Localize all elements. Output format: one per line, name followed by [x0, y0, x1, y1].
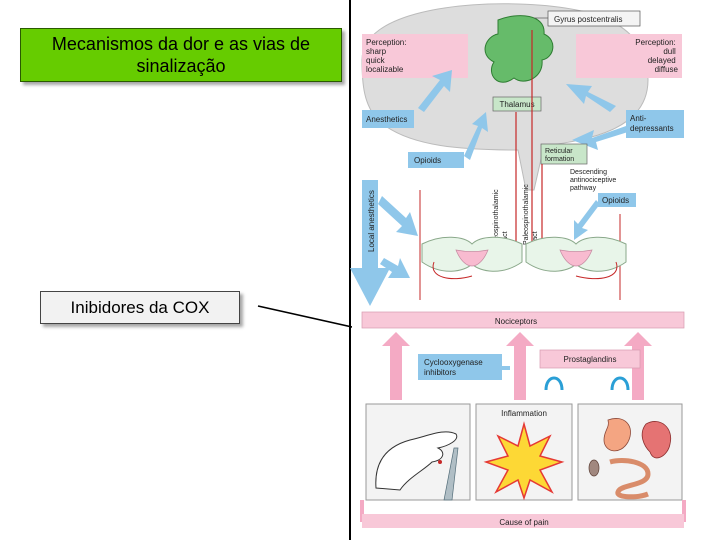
nociceptors-label: Nociceptors	[495, 317, 537, 326]
gyrus-label: Gyrus postcentralis	[554, 15, 622, 24]
paleo-tract-label: Paleospinothalamic tract	[523, 182, 539, 245]
opioids-left-label: Opioids	[414, 156, 441, 165]
slide-title: Mecanismos da dor e as vias de sinalizaç…	[20, 28, 342, 82]
opioids-right-arrow	[574, 200, 600, 240]
thalamus-label: Thalamus	[499, 100, 534, 109]
perception-right-text: Perception: dull delayed diffuse	[635, 38, 678, 74]
intestine-drawing	[609, 458, 651, 500]
gyrus-label-box	[547, 10, 641, 27]
spinal-cord-left	[421, 236, 523, 280]
anesthetics-arrow	[418, 70, 452, 112]
antidepressants-arrow-top	[566, 84, 616, 112]
local-anesthetics-label: Local anesthetics	[367, 190, 376, 252]
heart-drawing	[641, 421, 672, 459]
anesthetics-label: Anesthetics	[366, 115, 407, 124]
inflammation-burst	[483, 421, 565, 501]
cox-inhibitor-box	[418, 354, 502, 380]
local-anesthetics-bar	[350, 180, 390, 306]
reticular-label: Reticular formation	[545, 148, 575, 163]
kidney-drawing	[588, 459, 600, 477]
antidepressants-label: Anti- depressants	[630, 114, 674, 133]
cause-of-pain-label: Cause of pain	[499, 518, 548, 527]
stomach-drawing	[603, 418, 631, 452]
opioids-left-arrow	[464, 112, 488, 160]
cox-inhibitor-label: Cyclooxygenase inhibitors	[424, 358, 485, 377]
descending-label: Descending antinociceptive pathway	[570, 169, 618, 192]
opioids-right-label: Opioids	[602, 196, 629, 205]
opioids-left-box	[408, 152, 464, 168]
spinal-cord-right	[525, 236, 627, 280]
thalamus-box	[492, 96, 542, 112]
opioids-right-box	[598, 193, 636, 207]
reticular-box	[540, 143, 588, 165]
needle-drawing	[443, 447, 459, 501]
prostaglandins-label: Prostaglandins	[564, 355, 617, 364]
cox-block-arc-1	[544, 376, 564, 391]
anesthetics-box	[362, 110, 414, 128]
cox-block-arc-2	[610, 376, 630, 391]
inflammation-label: Inflammation	[501, 409, 547, 418]
prostaglandins-box	[539, 349, 641, 369]
hand-drawing	[375, 431, 458, 491]
perception-right-box	[576, 34, 682, 78]
local-anesthetics-arrow-1	[378, 196, 418, 236]
local-anesthetics-arrow-2	[380, 258, 410, 278]
pain-arrow-left	[382, 332, 410, 400]
antidepressants-box	[626, 110, 684, 138]
perception-left-text: Perception: sharp quick localizable	[366, 38, 409, 74]
pain-arrow-middle	[506, 332, 534, 400]
cause-of-pain-bar	[362, 514, 684, 528]
nociceptors-bar	[361, 311, 685, 329]
cox-inhibitors-callout: Inibidores da COX	[40, 291, 240, 324]
pain-pathway-figure: Gyrus postcentralis Perception: sharp qu…	[349, 0, 690, 540]
